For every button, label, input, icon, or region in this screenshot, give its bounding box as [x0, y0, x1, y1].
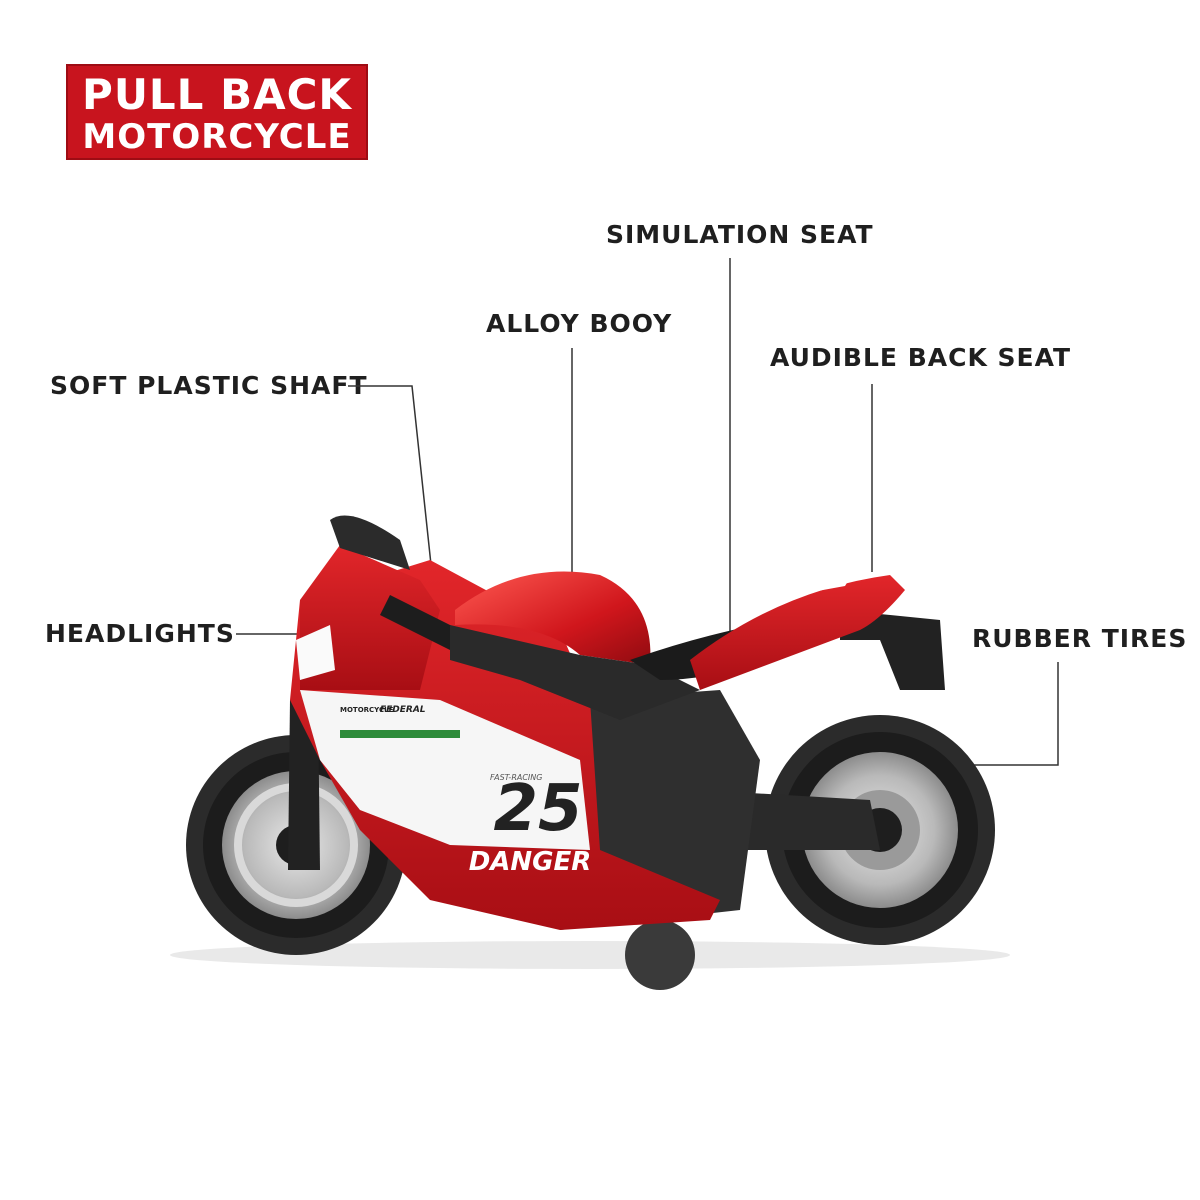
leader-soft-plastic-shaft	[348, 385, 433, 575]
title-badge: PULL BACK MOTORCYCLE	[66, 64, 368, 160]
leader-lines	[236, 258, 1059, 766]
leader-rubber-tires	[960, 662, 1059, 766]
race-number: 25	[493, 772, 582, 846]
small-text-federal: FEDERAL	[380, 705, 426, 715]
title-line-1: PULL BACK	[82, 70, 352, 119]
ground-shadow	[170, 941, 1010, 969]
frame	[450, 625, 700, 720]
fairing-text: DANGER	[469, 847, 592, 877]
title-line-2: MOTORCYCLE	[82, 117, 352, 157]
tail-highlight	[810, 578, 850, 592]
callout-rubber-tires: RUBBER TIRES	[972, 624, 1188, 653]
front-fairing	[300, 545, 440, 690]
fuel-tank	[455, 571, 651, 665]
pullback-wheel	[625, 920, 695, 990]
callout-alloy-body: ALLOY BOOY	[486, 309, 673, 338]
callout-soft-plastic-shaft: SOFT PLASTIC SHAFT	[50, 371, 368, 400]
small-text-motorcycle: MOTORCYCLE	[340, 706, 394, 714]
callout-simulation-seat: SIMULATION SEAT	[606, 220, 874, 249]
tail-section	[690, 575, 905, 690]
small-text-fast-racing: FAST-RACING	[490, 773, 542, 782]
windscreen	[330, 515, 410, 570]
callout-audible-back-seat: AUDIBLE BACK SEAT	[770, 343, 1072, 372]
rear-wheel	[765, 715, 995, 945]
callout-headlights: HEADLIGHTS	[45, 619, 235, 648]
accent-stripe	[340, 730, 460, 738]
headlight	[296, 625, 335, 680]
handlebar	[380, 595, 470, 655]
tail-bracket	[840, 610, 945, 690]
